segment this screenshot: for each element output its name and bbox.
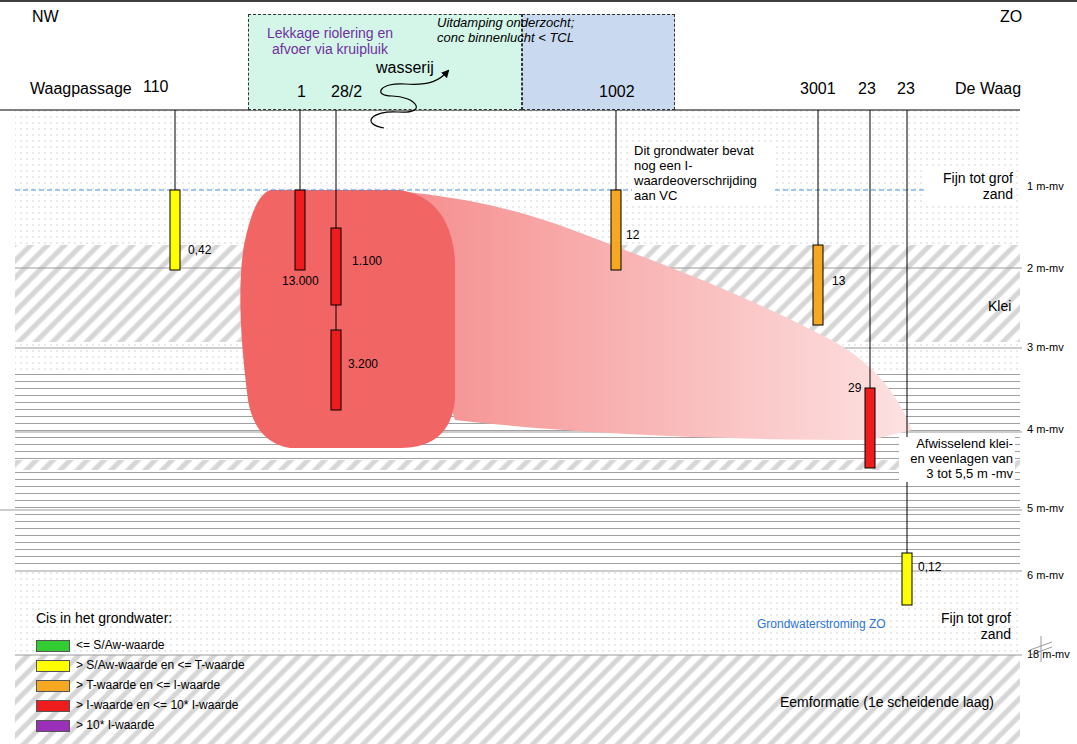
evaporation-arrow	[371, 71, 448, 128]
svg-line	[336, 110, 337, 228]
legend-text: <= S/Aw-waarde	[76, 639, 165, 653]
svg-line	[336, 305, 337, 330]
legend-title: Cis in het grondwater:	[36, 610, 172, 626]
concentration-value: 13	[832, 275, 845, 289]
concentration-value: 12	[626, 229, 639, 243]
well-id: 3001	[800, 80, 836, 98]
concentration-value: 3.200	[348, 358, 378, 372]
well-id: wasserij	[376, 59, 434, 77]
svg-rect	[902, 553, 912, 605]
legend-swatch	[36, 680, 70, 692]
concentration-value: 0,42	[188, 244, 211, 258]
depth-label: 4 m-mv	[1027, 423, 1064, 436]
layer-label: Eemformatie (1e scheidende laag)	[780, 694, 994, 710]
groundwater-level	[15, 190, 1015, 191]
legend-text: > I-waarde en <= 10* I-waarde	[76, 699, 238, 713]
flow-label: Grondwaterstroming ZO	[757, 618, 886, 632]
compass-label: ZO	[1000, 8, 1022, 26]
depth-label: 6 m-mv	[1027, 569, 1064, 582]
svg-line	[15, 571, 1022, 572]
concentration-value: 29	[848, 382, 861, 396]
location-label: Waagpassage	[30, 80, 132, 98]
wells	[170, 110, 912, 605]
plume-core	[240, 190, 455, 448]
svg-line	[907, 110, 908, 553]
sand-layer	[15, 110, 1020, 744]
concentration-value: 0,12	[918, 561, 941, 575]
depth-label: 1 m-mv	[1027, 180, 1064, 193]
legend-swatch	[36, 640, 70, 652]
depth-label: 18 m-mv	[1027, 648, 1070, 661]
location-label: De Waag	[955, 80, 1021, 98]
svg-rect	[170, 190, 180, 270]
svg-line	[818, 110, 819, 245]
legend-swatch	[36, 660, 70, 672]
svg-line	[616, 110, 617, 190]
well-id: 28/2	[331, 83, 362, 101]
svg-line	[15, 655, 1022, 656]
note-text: Uitdamping onderzocht; conc binnenlucht …	[437, 16, 582, 46]
well-id: 1	[297, 83, 306, 101]
svg-line	[300, 110, 301, 190]
svg-line	[175, 110, 176, 190]
svg-rect	[331, 330, 341, 410]
depth-label: 3 m-mv	[1027, 341, 1064, 354]
svg-rect	[331, 228, 341, 305]
legend-text: > S/Aw-waarde en <= T-waarde	[76, 659, 245, 673]
depth-label: 5 m-mv	[1027, 502, 1064, 515]
note-text: Lekkage riolering en afvoer via kruiplui…	[255, 25, 405, 57]
eem-formation	[15, 655, 1020, 744]
concentration-value: 1.100	[352, 255, 382, 269]
svg-rect	[865, 388, 875, 468]
legend-swatch	[36, 700, 70, 712]
legend-text: > 10* I-waarde	[76, 719, 154, 733]
layer-label: Fijn tot grof zand	[925, 610, 1011, 642]
well-id: 110	[143, 78, 169, 96]
svg-rect	[813, 245, 823, 325]
svg-rect	[295, 190, 305, 270]
depth-label: 2 m-mv	[1027, 262, 1064, 275]
frame-line	[0, 0, 1077, 2]
layer-label: Klei	[988, 298, 1011, 314]
svg-line	[870, 110, 871, 388]
svg-line	[0, 510, 1022, 511]
layer-label: Fijn tot grof zand	[925, 170, 1015, 202]
well-id: 23	[897, 80, 915, 98]
legend-swatch	[36, 720, 70, 732]
well-id: 23	[858, 80, 876, 98]
concentration-value: 13.000	[282, 275, 319, 289]
compass-label: NW	[32, 8, 59, 26]
well-id: 1002	[599, 83, 635, 101]
svg-rect	[611, 190, 621, 270]
note-text: Dit grondwater bevat nog een I-waardeove…	[632, 144, 774, 204]
legend-text: > T-waarde en <= I-waarde	[76, 679, 220, 693]
plume-light	[380, 190, 912, 440]
layer-label: Afwisselend klei- en veenlagen van 3 tot…	[899, 437, 1015, 482]
